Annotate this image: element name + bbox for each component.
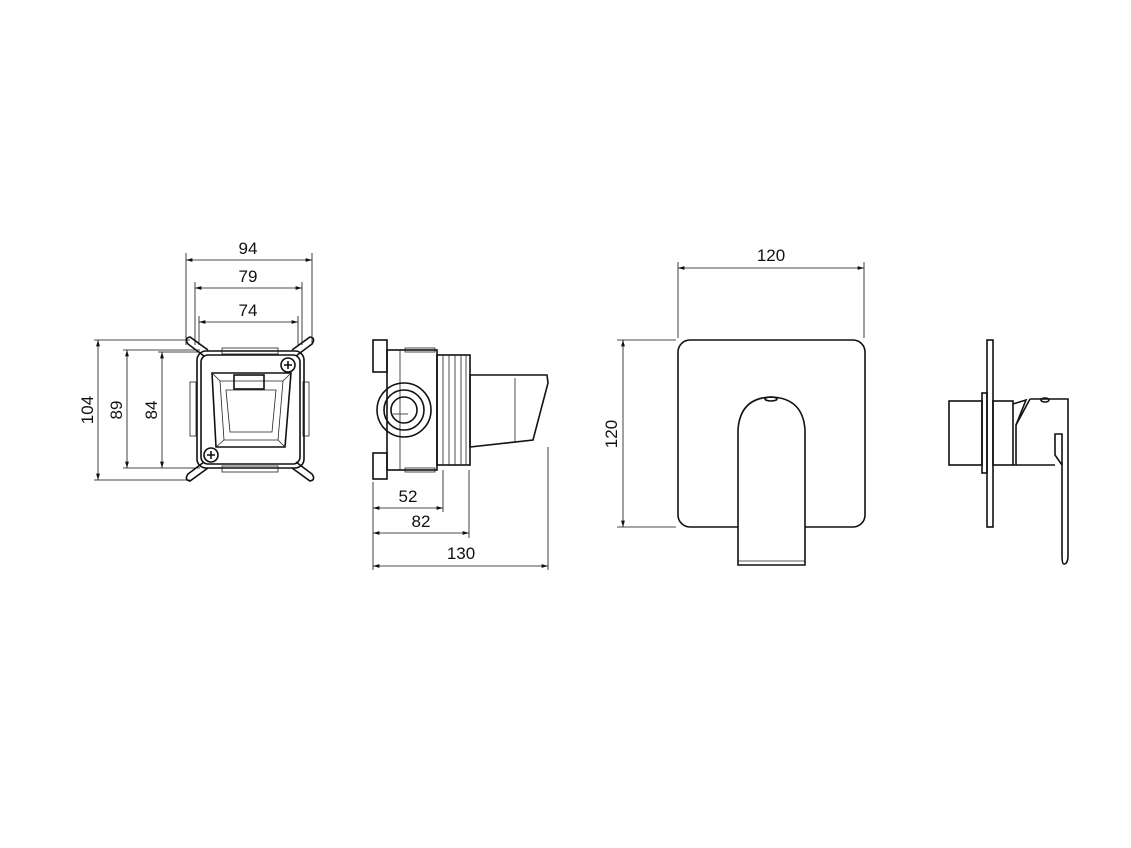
dim-depth-82: 82 [412, 512, 431, 531]
dim-width-74: 74 [239, 301, 258, 320]
trim-front-view: 120 120 [602, 246, 866, 566]
box-outer-frame [196, 350, 305, 469]
thread [436, 354, 471, 466]
mixing-box-side-view: 52 82 130 [372, 339, 549, 570]
dim-plate-width-120: 120 [757, 246, 785, 265]
dim-plate-height-120: 120 [602, 420, 621, 448]
cover-plate-edge [986, 339, 994, 528]
inlet-connection [376, 382, 432, 438]
dim-height-104: 104 [78, 396, 97, 424]
dim-depth-52: 52 [399, 487, 418, 506]
dim-width-94: 94 [239, 239, 258, 258]
trim-side-view [948, 339, 1069, 565]
dim-height-84: 84 [142, 401, 161, 420]
cartridge-slot [233, 374, 265, 390]
dim-height-89: 89 [107, 401, 126, 420]
screw-icon [280, 357, 296, 373]
lever-handle [737, 396, 806, 566]
screw-icon [203, 447, 219, 463]
mixing-box-front-view: 94 79 74 104 89 84 [78, 239, 315, 482]
cartridge [469, 374, 549, 448]
dim-depth-130: 130 [447, 544, 475, 563]
dim-width-79: 79 [239, 267, 258, 286]
